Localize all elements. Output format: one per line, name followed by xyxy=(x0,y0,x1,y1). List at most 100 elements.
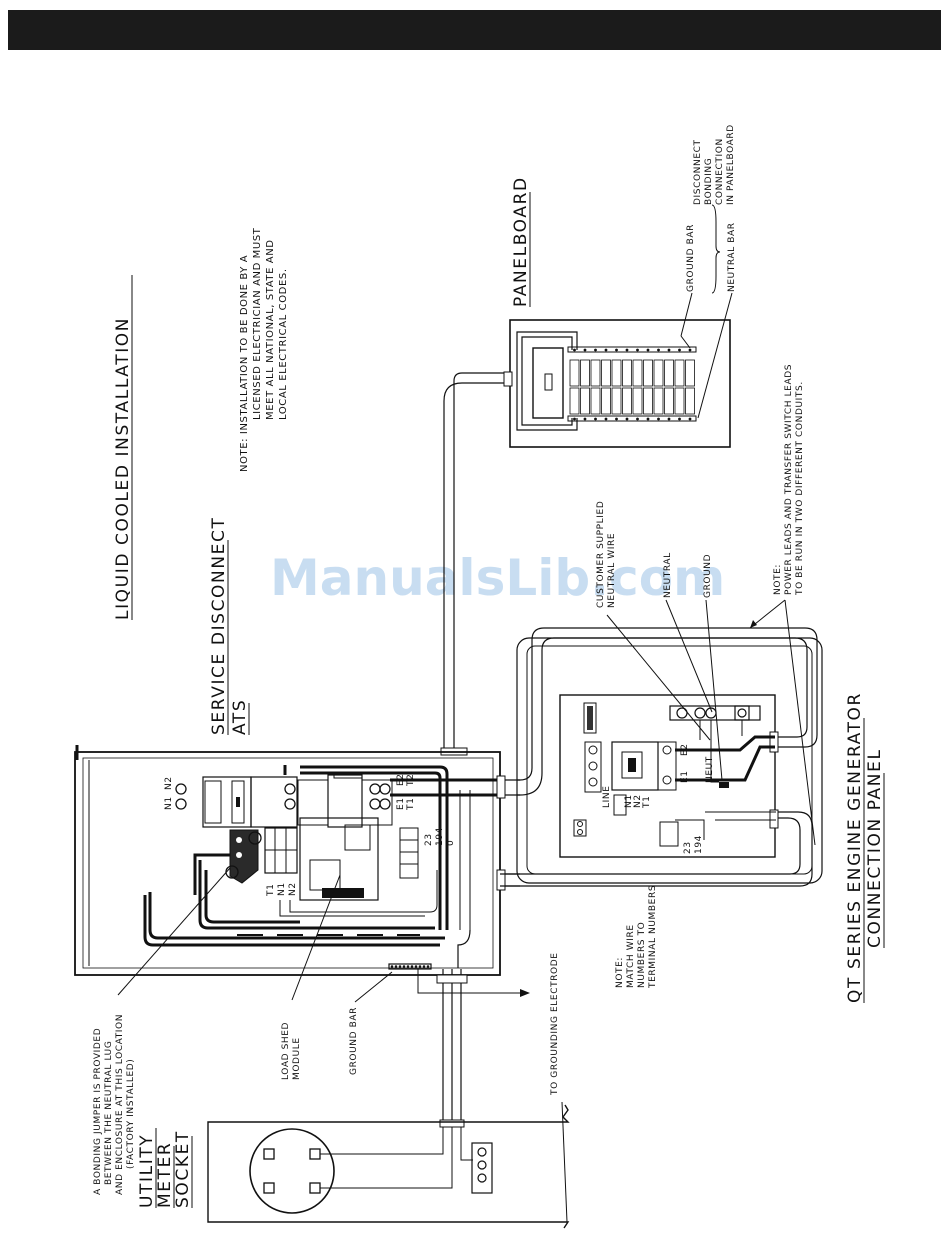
terminal-e1: E1 xyxy=(396,797,406,810)
svg-text:BETWEEN THE NEUTRAL LUG: BETWEEN THE NEUTRAL LUG xyxy=(104,1041,114,1185)
svg-text:TERMINAL NUMBERS: TERMINAL NUMBERS xyxy=(648,885,658,989)
bar-screw xyxy=(573,348,576,352)
svg-text:NUMBERS TO: NUMBERS TO xyxy=(637,922,647,988)
bar-screw xyxy=(667,348,671,352)
panelboard xyxy=(509,319,731,448)
ground-bar-screw xyxy=(402,965,406,968)
panel-breaker xyxy=(643,359,653,387)
svg-text:A BONDING JUMPER IS PROVIDED: A BONDING JUMPER IS PROVIDED xyxy=(93,1028,103,1195)
meter-title: METER xyxy=(155,1142,175,1208)
bar-screw xyxy=(615,417,618,421)
ground-bar-screw xyxy=(426,965,430,968)
svg-text:MODULE: MODULE xyxy=(292,1037,302,1080)
connection-panel-title: CONNECTION PANEL xyxy=(865,748,885,948)
load-shed-label: LOAD SHED MODULE xyxy=(281,1022,302,1080)
bar-screw xyxy=(688,417,692,421)
panel-breaker xyxy=(664,359,674,387)
ground-bar-screw xyxy=(398,965,402,968)
neutral-bar-label: NEUTRAL BAR xyxy=(727,222,737,292)
bar-screw xyxy=(583,348,587,352)
panel-breaker xyxy=(590,387,601,415)
ats-lugs xyxy=(175,783,391,810)
bar-screw xyxy=(615,348,618,352)
svg-text:(FACTORY INSTALLED): (FACTORY INSTALLED) xyxy=(126,1059,136,1169)
ats-terminal-block xyxy=(264,827,298,874)
cp-terminal-e1: E1 xyxy=(680,770,690,783)
utility-title: UTILITY xyxy=(137,1134,157,1208)
socket-title: SOCKET xyxy=(173,1130,193,1208)
panel-breaker xyxy=(653,387,664,415)
ats-title: ATS xyxy=(230,699,250,735)
cp-terminal-neut: NEUT xyxy=(705,756,715,783)
power-leads-note: NOTE: POWER LEADS AND TRANSFER SWITCH LE… xyxy=(773,364,805,596)
svg-text:LOCAL ELECTRICAL CODES.: LOCAL ELECTRICAL CODES. xyxy=(278,268,289,420)
ground-bar-panel-label: GROUND BAR xyxy=(686,224,696,292)
ground-bar-screw xyxy=(406,965,410,968)
bar-screw xyxy=(646,348,650,352)
terminal-n1: N1 xyxy=(164,796,174,810)
cp-terminal-23: 23 xyxy=(683,841,693,854)
bar-screw xyxy=(583,417,587,421)
main-title: LIQUID COOLED INSTALLATION xyxy=(113,317,133,620)
panel-breaker xyxy=(590,359,601,387)
svg-text:MEET ALL NATIONAL, STATE AND: MEET ALL NATIONAL, STATE AND xyxy=(265,239,276,420)
panel-breaker xyxy=(611,359,622,387)
ground-bar-screw xyxy=(418,965,422,968)
panel-breaker xyxy=(643,387,653,415)
terminal-0: 0 xyxy=(446,840,456,846)
terminal-23: 23 xyxy=(424,833,434,846)
bar-screw xyxy=(646,417,650,421)
panel-breaker xyxy=(685,387,695,415)
cp-terminal-line: LINE xyxy=(602,786,612,809)
svg-text:NOTE:: NOTE: xyxy=(615,957,625,988)
bar-screw xyxy=(604,417,608,421)
panel-breaker xyxy=(569,387,580,415)
cp-terminal-n2: N2 xyxy=(633,794,643,808)
terminal-t1: T1 xyxy=(406,798,416,811)
bar-screw xyxy=(604,348,608,352)
neutral-lug-block xyxy=(225,829,262,884)
grounding-electrode-label: TO GROUNDING ELECTRODE xyxy=(550,952,560,1096)
ground-bar-screw xyxy=(422,965,426,968)
panel-breaker xyxy=(611,387,622,415)
watermark: ManualsLib.com xyxy=(270,549,725,607)
ats-ground-bar xyxy=(388,963,432,970)
ats-enclosure xyxy=(74,745,501,976)
disconnect-bonding-label: DISCONNECT BONDING CONNECTION IN PANELBO… xyxy=(693,124,736,205)
panelboard-title: PANELBOARD xyxy=(511,176,531,307)
svg-text:NOTE:: NOTE: xyxy=(773,564,783,595)
bar-screw xyxy=(594,348,597,352)
header-bar xyxy=(8,10,941,50)
bar-screw xyxy=(657,348,660,352)
bar-screw xyxy=(625,348,629,352)
terminal-t1-lower: T1 xyxy=(266,884,276,897)
engine-generator-title: QT SERIES ENGINE GENERATOR xyxy=(845,692,865,1003)
panel-breaker xyxy=(601,359,611,387)
bar-screw xyxy=(678,417,681,421)
panel-breaker xyxy=(622,359,632,387)
svg-text:IN PANELBOARD: IN PANELBOARD xyxy=(726,124,736,205)
panel-breaker xyxy=(601,387,611,415)
bonding-brace xyxy=(711,204,721,294)
bar-screw xyxy=(636,417,639,421)
svg-text:LOAD SHED: LOAD SHED xyxy=(281,1022,291,1080)
ground-bar-screw xyxy=(414,965,418,968)
panel-breaker xyxy=(653,359,664,387)
ats-control-terminals xyxy=(399,827,419,879)
svg-text:MATCH WIRE: MATCH WIRE xyxy=(626,924,636,988)
service-disconnect-title: SERVICE DISCONNECT xyxy=(209,517,229,735)
panel-breaker xyxy=(580,387,590,415)
svg-text:CONNECTION: CONNECTION xyxy=(715,138,725,205)
panel-breaker xyxy=(632,387,643,415)
bar-screw xyxy=(636,348,639,352)
bonding-jumper-note: A BONDING JUMPER IS PROVIDED BETWEEN THE… xyxy=(93,1014,136,1195)
svg-text:TO BE RUN IN TWO DIFFERENT CON: TO BE RUN IN TWO DIFFERENT CONDUITS. xyxy=(795,381,805,596)
panel-breaker xyxy=(674,359,685,387)
utility-meter-socket xyxy=(207,1101,570,1229)
panel-breaker xyxy=(674,387,685,415)
ground-bar-screw xyxy=(390,965,394,968)
installation-note: NOTE: INSTALLATION TO BE DONE BY A LICEN… xyxy=(239,227,289,472)
neutral-label: NEUTRAL xyxy=(663,552,673,598)
terminal-n1-lower: N1 xyxy=(277,882,287,896)
